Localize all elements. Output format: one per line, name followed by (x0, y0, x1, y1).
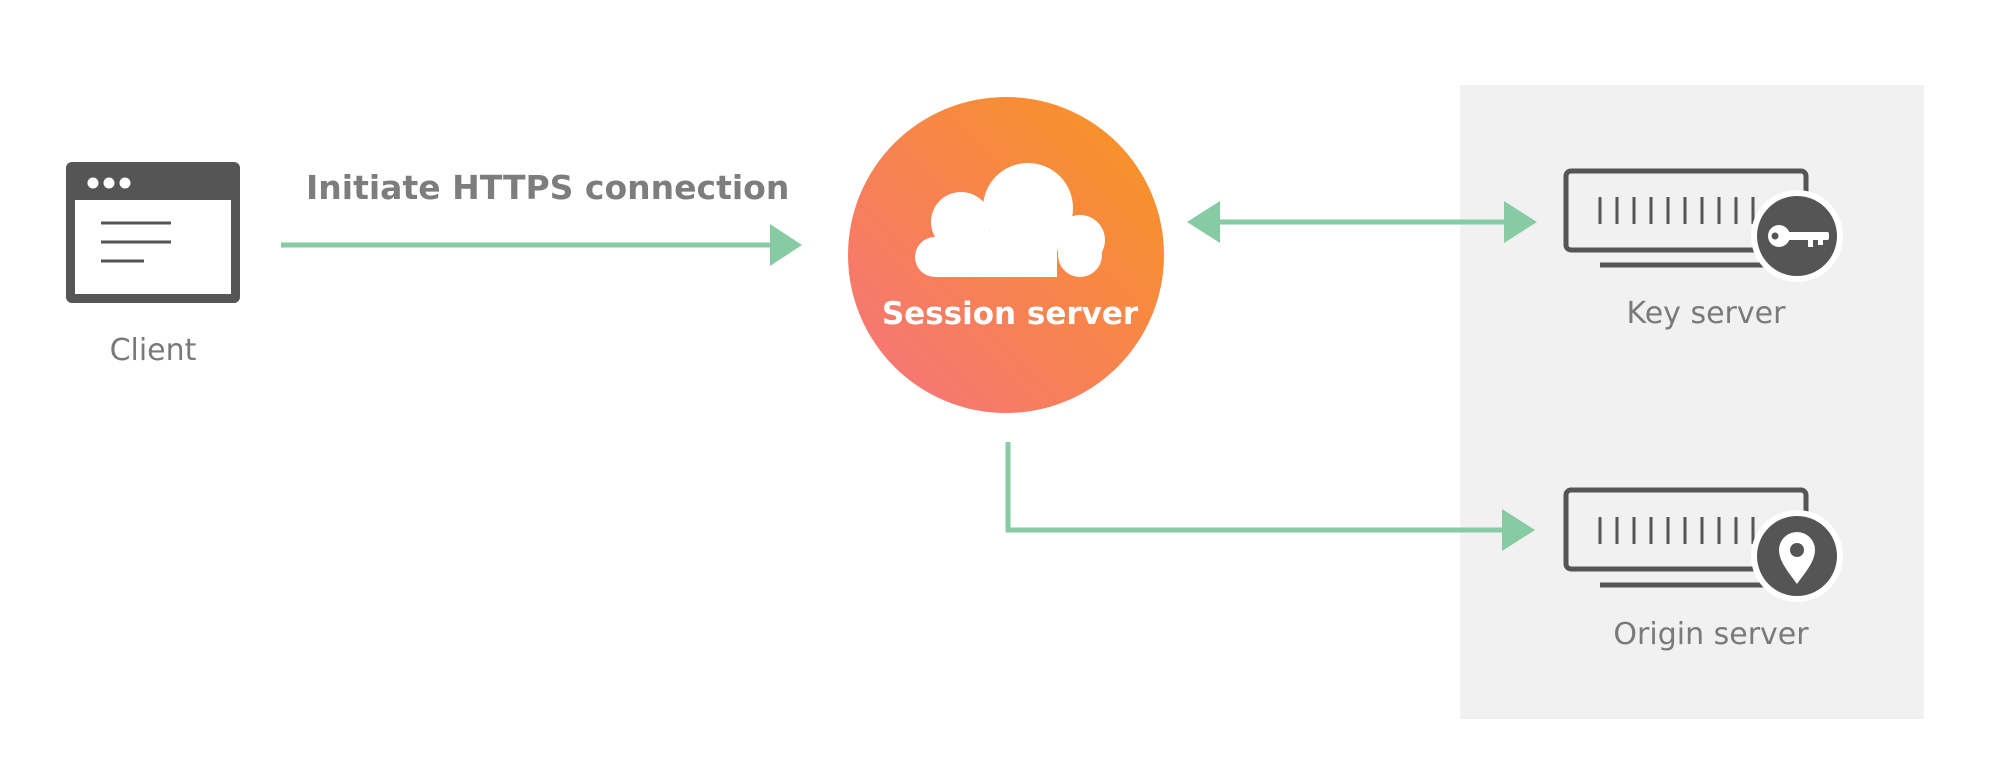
arrow-session-to-origin (1005, 442, 1535, 551)
client-label: Client (109, 333, 197, 368)
server-panel (1460, 85, 1924, 719)
key-icon (1768, 225, 1829, 247)
cloud-icon (915, 163, 1105, 277)
key-server-icon (1563, 168, 1843, 282)
session-server-label: Session server (881, 296, 1139, 332)
browser-window-icon (66, 162, 240, 303)
key-server-label: Key server (1626, 296, 1786, 331)
edge-label-initiate-https: Initiate HTTPS connection (306, 168, 790, 207)
location-pin-icon (1779, 532, 1815, 584)
arrow-session-key-bidirectional (1187, 201, 1537, 243)
arrow-client-to-session (281, 224, 802, 266)
origin-server-label: Origin server (1613, 617, 1809, 652)
